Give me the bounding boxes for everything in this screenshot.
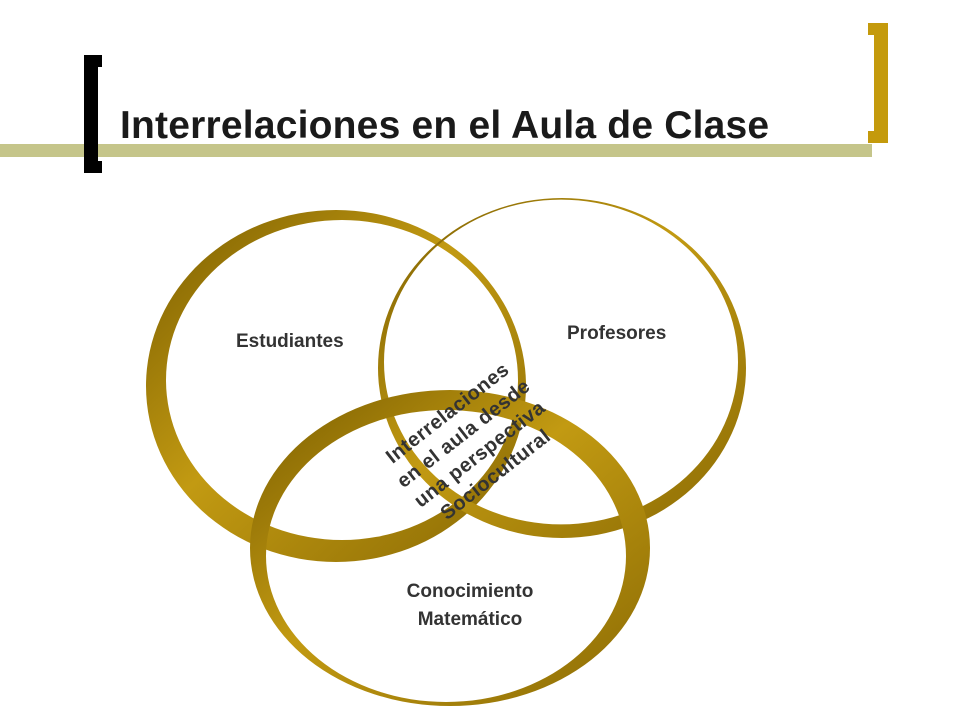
label-profesores: Profesores: [567, 323, 667, 344]
label-conocimiento-line-1: Conocimiento: [406, 581, 534, 602]
label-conocimiento-matematico: Conocimiento Matemático: [370, 578, 570, 634]
left-bracket-bottom: [84, 161, 102, 173]
left-bracket-top: [84, 55, 102, 67]
right-bracket-top: [868, 23, 888, 35]
page-title: Interrelaciones en el Aula de Clase: [120, 104, 770, 147]
left-bracket-vertical: [84, 55, 98, 173]
label-estudiantes: Estudiantes: [236, 331, 344, 352]
label-conocimiento-line-2: Matemático: [417, 609, 523, 630]
right-bracket-vertical: [874, 23, 888, 143]
title-rule: [0, 144, 872, 157]
right-bracket-bottom: [868, 131, 888, 143]
